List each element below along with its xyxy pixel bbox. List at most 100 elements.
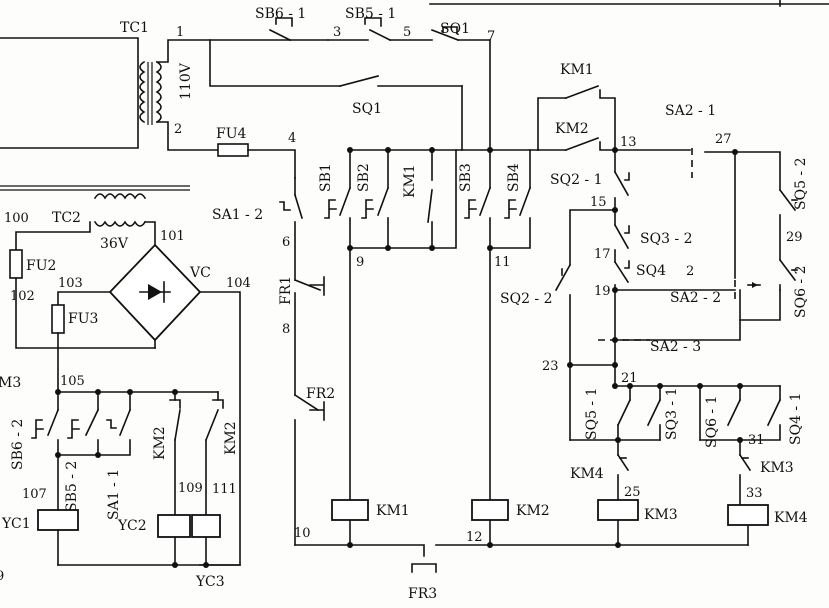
sa2-2-label: SA2 - 2 [670, 290, 721, 306]
node-1: 1 [176, 25, 184, 40]
km-self-hold-contacts [537, 84, 781, 191]
m3-label: M3 [0, 375, 21, 391]
sq1-top-label: SQ1 [440, 21, 470, 37]
coil-km4-label: KM4 [774, 510, 808, 526]
node-33: 33 [746, 486, 763, 501]
fuse-fu2 [9, 249, 156, 349]
sb1-label: SB1 [318, 163, 334, 192]
coil-yc1-label: YC1 [1, 516, 31, 532]
right-limit-column [739, 188, 798, 321]
node-13: 13 [620, 135, 637, 150]
node-111: 111 [212, 482, 237, 497]
node-15: 15 [590, 195, 607, 210]
node-109: 109 [178, 481, 203, 496]
km1-contact-label: KM1 [560, 62, 594, 78]
top-switch-row [209, 17, 491, 151]
node-19: 19 [594, 284, 611, 299]
sq1-mid-label: SQ1 [352, 101, 382, 117]
sq6-2-label: SQ6 - 2 [793, 265, 809, 318]
coil-yc2-label: YC2 [117, 518, 147, 534]
volt-36-label: 36V [100, 236, 129, 252]
node-25: 25 [624, 485, 641, 500]
sq3-1-label: SQ3 - 1 [664, 387, 680, 440]
node-7: 7 [487, 29, 495, 44]
sa2-1-label: SA2 - 1 [665, 103, 716, 119]
node-2: 2 [174, 122, 182, 137]
sq5-1-label: SQ5 - 1 [584, 387, 600, 440]
node-6: 6 [282, 235, 290, 250]
sb6-2-label: SB6 - 2 [10, 419, 26, 470]
fuse-fu3 [51, 304, 65, 393]
node-2b: 2 [686, 264, 694, 279]
coil-yc1 [37, 509, 79, 531]
coil-km1-label: KM1 [376, 503, 410, 519]
tc2-label: TC2 [52, 210, 81, 226]
coil-km2 [471, 499, 509, 521]
coil-km3-label: KM3 [644, 507, 678, 523]
node-107: 107 [22, 487, 47, 502]
node-17: 17 [594, 247, 611, 262]
coil-yc3-label: YC3 [195, 574, 225, 590]
vc-label: VC [189, 265, 211, 281]
node-3: 3 [333, 25, 341, 40]
fuse-fu4 [217, 143, 296, 179]
sb5-2-label: SB5 - 2 [64, 461, 80, 512]
fr1-label: FR1 [278, 276, 294, 305]
main-left-chain [279, 177, 749, 573]
sq2-2-label: SQ2 - 2 [500, 291, 553, 307]
sb2-label: SB2 [356, 163, 372, 192]
node-10: 10 [294, 526, 311, 541]
node-104: 104 [226, 276, 251, 291]
coil-yc2 [157, 514, 191, 538]
sa2-3-label: SA2 - 3 [650, 339, 701, 355]
coil-km4 [727, 504, 769, 526]
km3-contact-label: KM3 [760, 460, 794, 476]
bridge-rectifier-vc [57, 243, 241, 566]
node-29: 29 [786, 230, 803, 245]
sb4-label: SB4 [506, 163, 522, 192]
sq6-1-label: SQ6 - 1 [704, 395, 720, 448]
limit-switch-chain [554, 149, 761, 366]
node-105: 105 [60, 374, 85, 389]
node-103: 103 [58, 276, 83, 291]
node-4: 4 [288, 131, 296, 146]
node-27: 27 [715, 132, 732, 147]
node-9-left: 9 [0, 569, 4, 584]
sb5-1-label: SB5 - 1 [345, 6, 396, 22]
km2-left-label: KM2 [152, 426, 168, 460]
fr2-label: FR2 [306, 386, 335, 402]
sq5-2-label: SQ5 - 2 [793, 157, 809, 210]
fu3-label: FU3 [68, 311, 98, 327]
coil-km3 [597, 499, 639, 521]
km4-contact-label: KM4 [570, 466, 604, 482]
fr3-label: FR3 [408, 586, 437, 602]
sb3-label: SB3 [458, 163, 474, 192]
sq3-2-label: SQ3 - 2 [640, 231, 693, 247]
node-100: 100 [4, 211, 29, 226]
node-11: 11 [494, 255, 511, 270]
km1-contact-vlabel: KM1 [402, 164, 418, 198]
node-101: 101 [160, 229, 185, 244]
node-12: 12 [466, 530, 483, 545]
fu2-label: FU2 [26, 258, 56, 274]
sa1-1-label: SA1 - 1 [106, 469, 122, 520]
tc1-label: TC1 [120, 20, 149, 36]
sq4-label: SQ4 [636, 263, 666, 279]
node-9: 9 [356, 255, 364, 270]
node-8: 8 [282, 322, 290, 337]
sq4-1-label: SQ4 - 1 [788, 392, 804, 445]
node-21: 21 [621, 371, 638, 386]
coil-km2-label: KM2 [516, 503, 550, 519]
node-31: 31 [748, 433, 765, 448]
brake-circuit [31, 391, 241, 566]
fu4-label: FU4 [216, 126, 247, 142]
node-5: 5 [403, 25, 411, 40]
transformer-tc1 [0, 37, 291, 151]
coil-km1 [331, 499, 369, 521]
sa1-2-label: SA1 - 2 [212, 207, 263, 223]
node-102: 102 [10, 289, 35, 304]
sq2-1-label: SQ2 - 1 [550, 172, 603, 188]
km2-contact-label: KM2 [555, 121, 589, 137]
volt-110-label: 110V [178, 62, 194, 100]
